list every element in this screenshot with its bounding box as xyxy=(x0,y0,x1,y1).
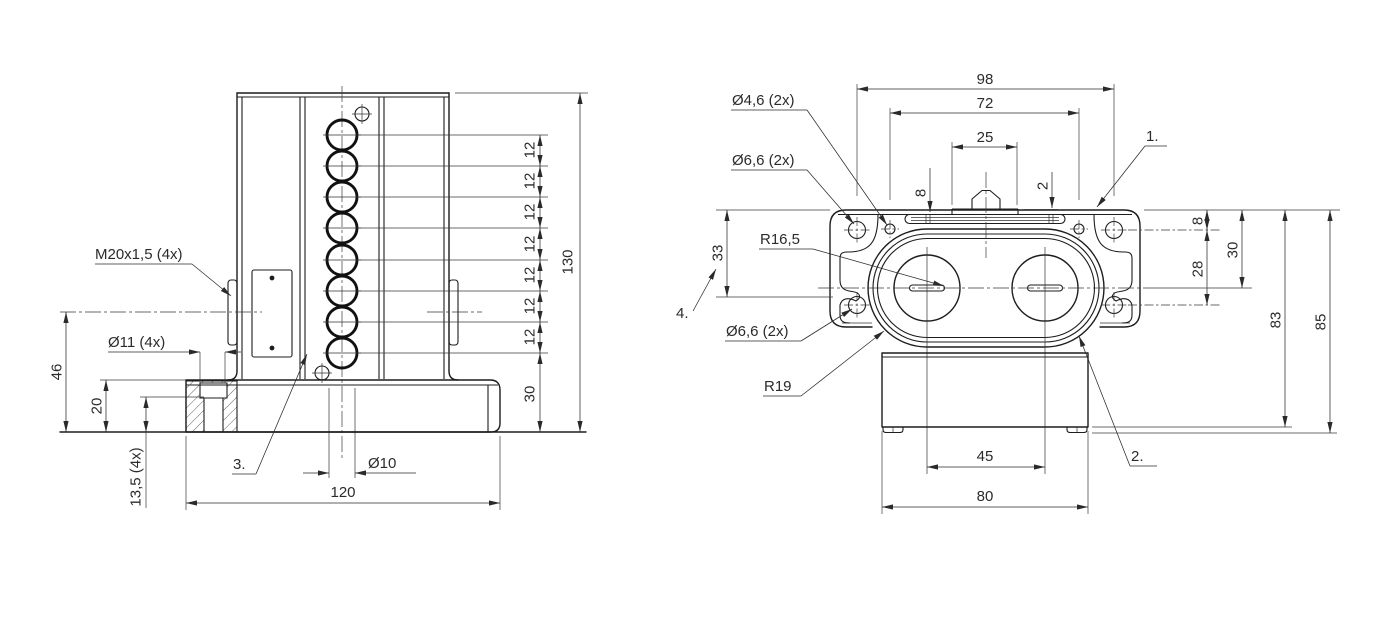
dim-base-height: 30 xyxy=(522,386,539,403)
dim-ball-pitch: 12 xyxy=(522,142,539,159)
dim-cap-width: 25 xyxy=(977,129,994,146)
label-radius-outer: R19 xyxy=(764,378,792,395)
note-1: 1. xyxy=(1146,128,1159,145)
callout-radius-outer: R19 xyxy=(763,330,885,397)
dim-cbore-depth: 13,5 (4x) xyxy=(128,447,145,506)
dim-ball-pitch: 12 xyxy=(522,236,539,253)
note-3: 3. xyxy=(233,456,246,473)
label-radius-inner: R16,5 xyxy=(760,231,800,248)
callout-radius-inner: R16,5 xyxy=(759,231,945,287)
cover-screw-top xyxy=(269,275,275,281)
callout-hole-11: Ø11 (4x) xyxy=(108,334,241,383)
dim-tab-holes: 98 xyxy=(977,71,994,88)
dim-base-thickness: 20 xyxy=(89,398,106,415)
dim-hole-edge: 8 xyxy=(1190,217,1207,225)
label-thread-m20: M20x1,5 (4x) xyxy=(95,246,183,263)
pitch-extension-lines xyxy=(358,134,548,354)
callout-note-2: 2. xyxy=(1078,335,1157,467)
dim-slot-axis: 30 xyxy=(1225,242,1242,259)
label-hole-small: Ø4,6 (2x) xyxy=(732,92,795,109)
dim-screw-pitch: 45 xyxy=(977,448,994,465)
mounting-boss-left xyxy=(227,279,238,346)
section-hatch xyxy=(185,380,238,433)
top-view: 98 72 25 8 2 1. Ø4,6 (2x) Ø6,6 (2x) xyxy=(676,71,1340,514)
callout-note-4: 4. xyxy=(676,268,717,322)
note-2: 2. xyxy=(1131,448,1144,465)
dim-total-height: 85 xyxy=(1313,314,1330,331)
callout-note-1: 1. xyxy=(1096,128,1167,208)
label-hole-big-bottom: Ø6,6 (2x) xyxy=(726,323,789,340)
clamp-screw-right xyxy=(1011,247,1079,474)
callout-hole-46: Ø4,6 (2x) xyxy=(731,92,888,226)
dim-ball-pitch: 12 xyxy=(522,173,539,190)
dim-small-holes: 72 xyxy=(977,95,994,112)
callout-bore-10: Ø10 xyxy=(303,455,416,476)
mounting-boss-right xyxy=(448,279,459,346)
mounting-holes xyxy=(844,217,1128,318)
dim-side-offset: 33 xyxy=(710,245,727,262)
pitch-dimension-chain: 12 12 12 12 12 12 12 xyxy=(522,135,543,353)
dim-base-width: 80 xyxy=(977,488,994,505)
callout-thread-m20: M20x1,5 (4x) xyxy=(95,246,232,297)
callout-note-3: 3. xyxy=(232,353,308,475)
dim-height: 130 xyxy=(560,249,577,274)
dim-axis-height: 46 xyxy=(49,364,66,381)
callout-hole-66-bottom: Ø6,6 (2x) xyxy=(725,308,853,342)
note-4: 4. xyxy=(676,305,689,322)
cover-screw-bottom xyxy=(269,345,275,351)
label-bar xyxy=(904,213,1066,225)
dim-body-height: 83 xyxy=(1268,312,1285,329)
position-mark-top xyxy=(352,104,372,124)
dim-cap-height: 8 xyxy=(913,189,930,197)
base-block xyxy=(881,352,1089,434)
dim-ball-pitch: 12 xyxy=(522,329,539,346)
dim-ball-pitch: 12 xyxy=(522,267,539,284)
cover-plate xyxy=(251,269,293,358)
label-hole-big-top: Ø6,6 (2x) xyxy=(732,152,795,169)
ball-stack xyxy=(312,86,372,460)
label-hole-11: Ø11 (4x) xyxy=(108,334,165,351)
dim-ball-pitch: 12 xyxy=(522,298,539,315)
tab-contour-left xyxy=(839,214,879,324)
callout-hole-66-top: Ø6,6 (2x) xyxy=(731,152,855,225)
tab-contour-right xyxy=(1093,214,1133,324)
label-bore-10: Ø10 xyxy=(368,455,396,472)
dim-plate-thickness: 2 xyxy=(1035,182,1052,190)
dim-hole-pitch: 28 xyxy=(1190,261,1207,278)
air-cap xyxy=(951,172,1019,258)
front-view: 46 20 13,5 (4x) Ø11 (4x) M20x1,5 (4x) 3. xyxy=(49,86,588,510)
dim-ball-pitch: 12 xyxy=(522,204,539,221)
dim-width: 120 xyxy=(330,484,355,501)
